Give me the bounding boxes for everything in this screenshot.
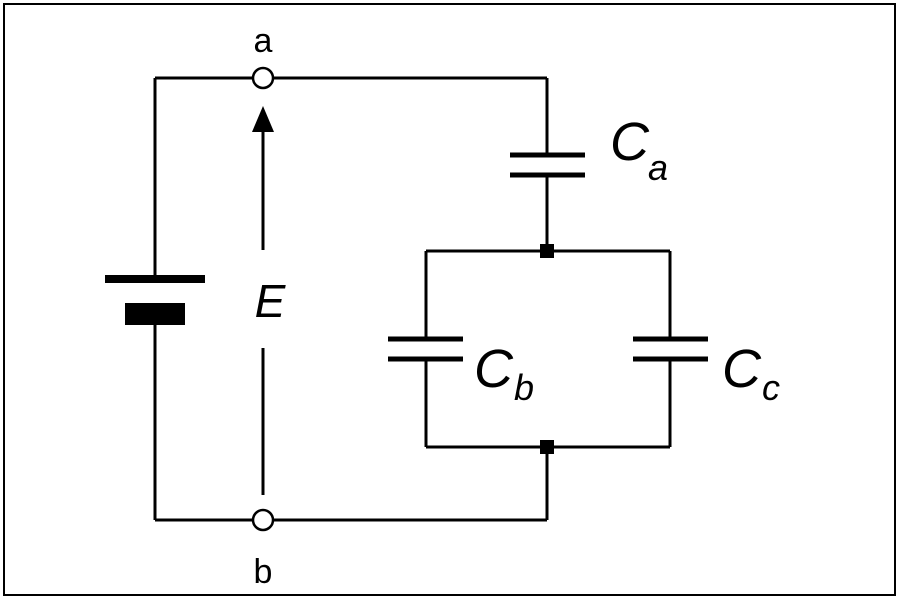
node-b-label: b <box>254 553 273 591</box>
junction-bottom <box>540 440 554 454</box>
capacitor-plates <box>388 152 708 362</box>
cb-label-main: C <box>474 339 514 399</box>
emf-arrow-head <box>252 106 274 132</box>
battery-long-plate <box>105 275 205 283</box>
terminal-a <box>251 66 275 90</box>
wires <box>153 76 672 522</box>
cb-label-sub: b <box>514 367 534 408</box>
emf-label: E <box>255 275 287 327</box>
cc-label-main: C <box>722 339 762 399</box>
junction-top <box>540 244 554 258</box>
cc-label-sub: c <box>762 367 780 408</box>
ca-label-sub: a <box>648 147 668 188</box>
ca-label-main: C <box>610 112 650 172</box>
battery-short-plate <box>125 303 185 325</box>
diagram-border <box>3 3 896 596</box>
node-a-label: a <box>254 22 273 60</box>
terminal-b <box>251 508 275 532</box>
